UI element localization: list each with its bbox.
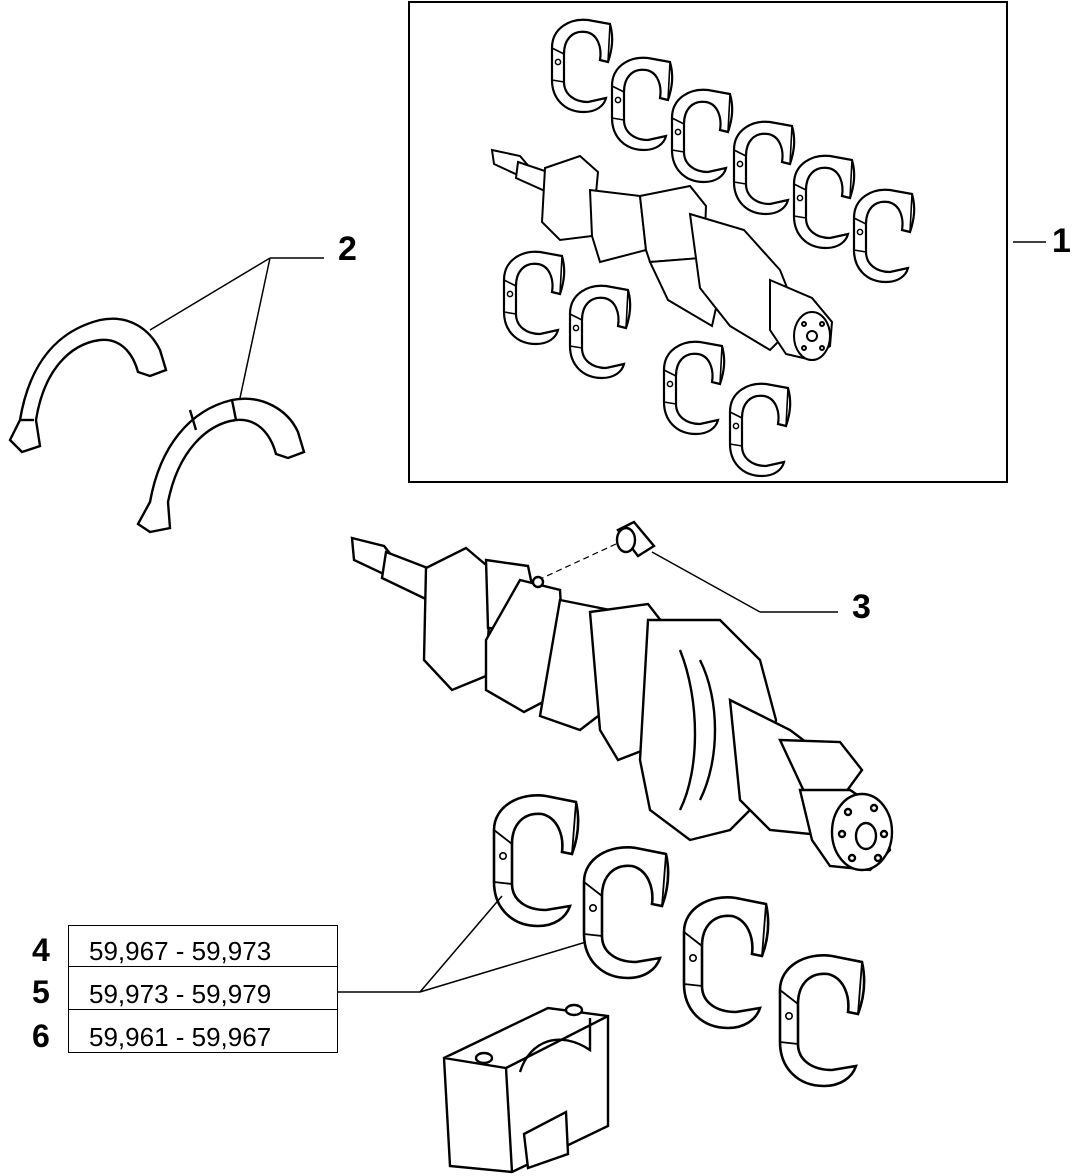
bearing-size-table: 59,967 - 59,973 59,973 - 59,979 59,961 -…	[68, 925, 338, 1053]
table-row: 59,973 - 59,979	[68, 966, 338, 1010]
size-ref-6: 6	[32, 1018, 50, 1054]
washer-leader-bottom	[239, 257, 271, 399]
table-row: 59,967 - 59,973	[68, 925, 338, 967]
size-ref-5: 5	[32, 974, 50, 1010]
bushing-dash	[537, 543, 617, 581]
crankshaft	[350, 536, 894, 872]
bearing-cap	[442, 1003, 610, 1174]
size-range-4: 59,967 - 59,973	[68, 925, 338, 967]
kit-frame	[408, 1, 1008, 483]
kit-crankshaft	[490, 148, 834, 362]
table-row: 59,961 - 59,967	[68, 1009, 338, 1053]
bushing	[615, 520, 656, 558]
washer-leader-top	[149, 257, 271, 331]
size-range-6: 59,961 - 59,967	[68, 1009, 338, 1053]
shell-leader-b	[419, 941, 587, 993]
callout-1: 1	[1052, 222, 1071, 260]
size-range-5: 59,973 - 59,979	[68, 966, 338, 1010]
thrust-washers	[8, 317, 306, 534]
size-ref-4: 4	[32, 932, 50, 968]
shell-leader-a	[419, 895, 503, 993]
callout-2: 2	[338, 230, 357, 268]
bushing-leader	[651, 551, 761, 613]
callout-3: 3	[852, 588, 871, 626]
